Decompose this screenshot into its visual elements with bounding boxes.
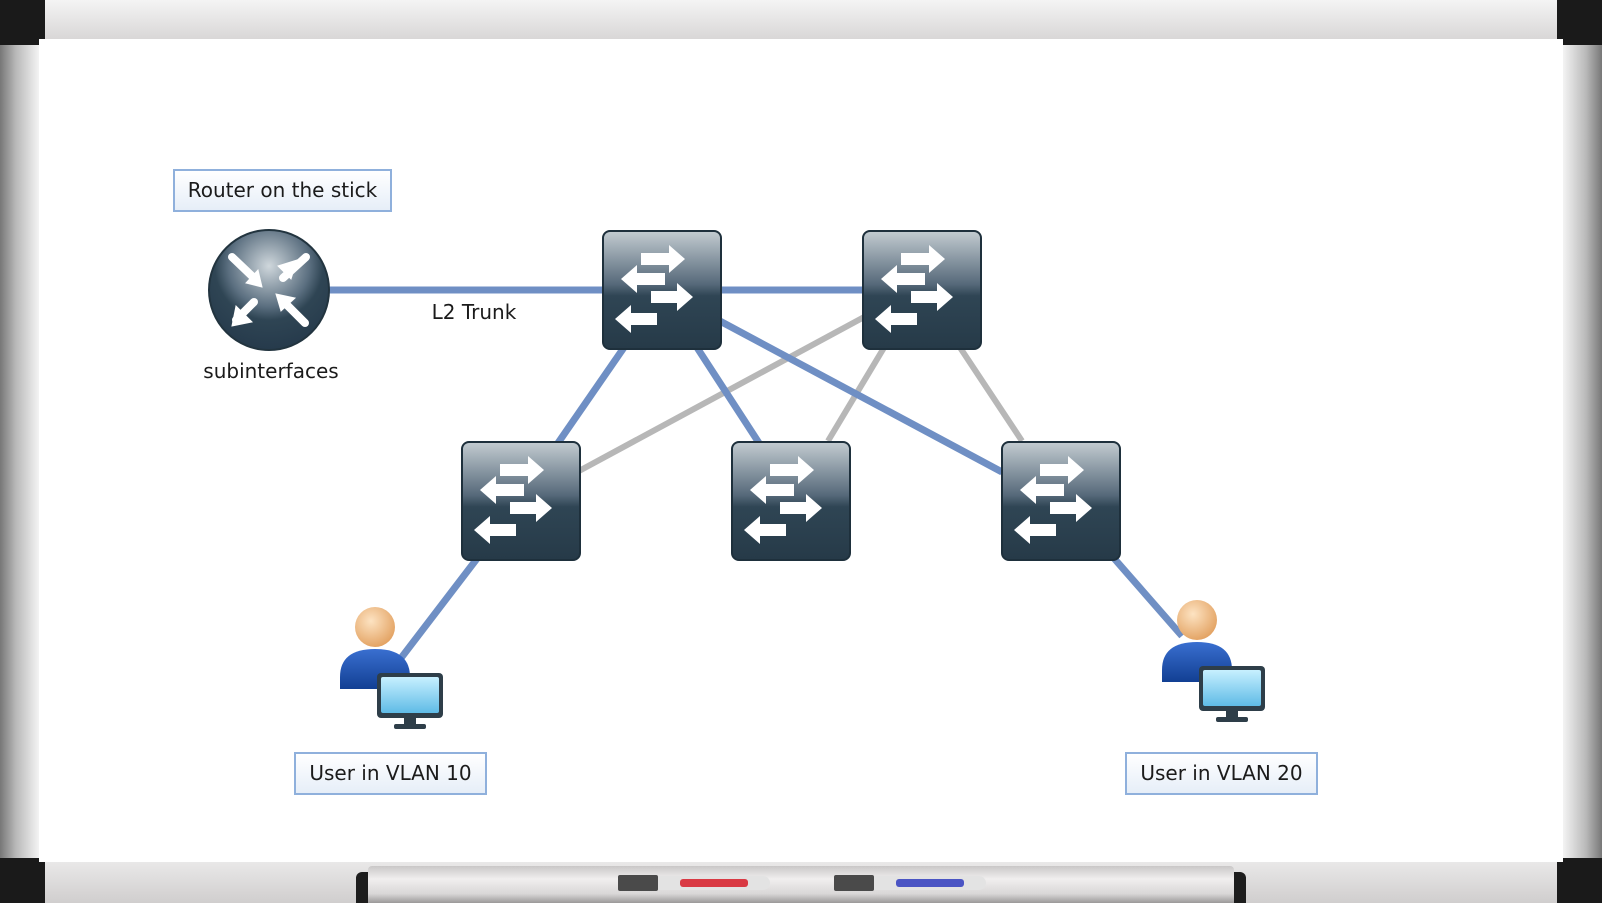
router-icon	[208, 229, 330, 351]
link-gray-sw-topright-to-sw-right	[956, 344, 1025, 443]
link-gray-sw-left-to-sw-topright	[577, 313, 868, 474]
user-workstation-icon	[1162, 600, 1265, 722]
trunk-link-label: L2 Trunk	[431, 300, 517, 324]
router-name-label: Router on the stick	[173, 169, 392, 212]
switch-icon	[1001, 441, 1121, 561]
router-caption: subinterfaces	[203, 359, 339, 383]
frame-corner-bottom-right	[1557, 858, 1602, 903]
red-marker-ink	[680, 879, 748, 887]
switch-icon	[461, 441, 581, 561]
frame-corner-top-right	[1557, 0, 1602, 45]
whiteboard-frame-right	[1562, 45, 1602, 865]
switch-icon	[602, 230, 722, 350]
frame-corner-top-left	[0, 0, 45, 45]
whiteboard-frame-left	[0, 45, 40, 865]
link-blue-sw-left-to-user-vlan10	[395, 553, 482, 665]
user-vlan20-label: User in VLAN 20	[1125, 752, 1318, 795]
link-blue-sw-right-to-user-vlan20	[1109, 553, 1185, 639]
switch-icon	[731, 441, 851, 561]
user-workstation-icon	[340, 607, 443, 729]
user-vlan10-label: User in VLAN 10	[294, 752, 487, 795]
marker-tray	[368, 866, 1234, 903]
tray-end-right	[1232, 872, 1246, 903]
link-blue-sw-topleft-to-sw-left	[555, 344, 628, 445]
link-blue-sw-topleft-to-sw-right	[716, 316, 1004, 476]
blue-marker-ink	[896, 879, 964, 887]
whiteboard-frame-top	[45, 0, 1557, 40]
tray-end-left	[356, 872, 370, 903]
switch-icon	[862, 230, 982, 350]
link-blue-sw-topleft-to-sw-mid	[693, 344, 762, 445]
frame-corner-bottom-left	[0, 858, 45, 903]
